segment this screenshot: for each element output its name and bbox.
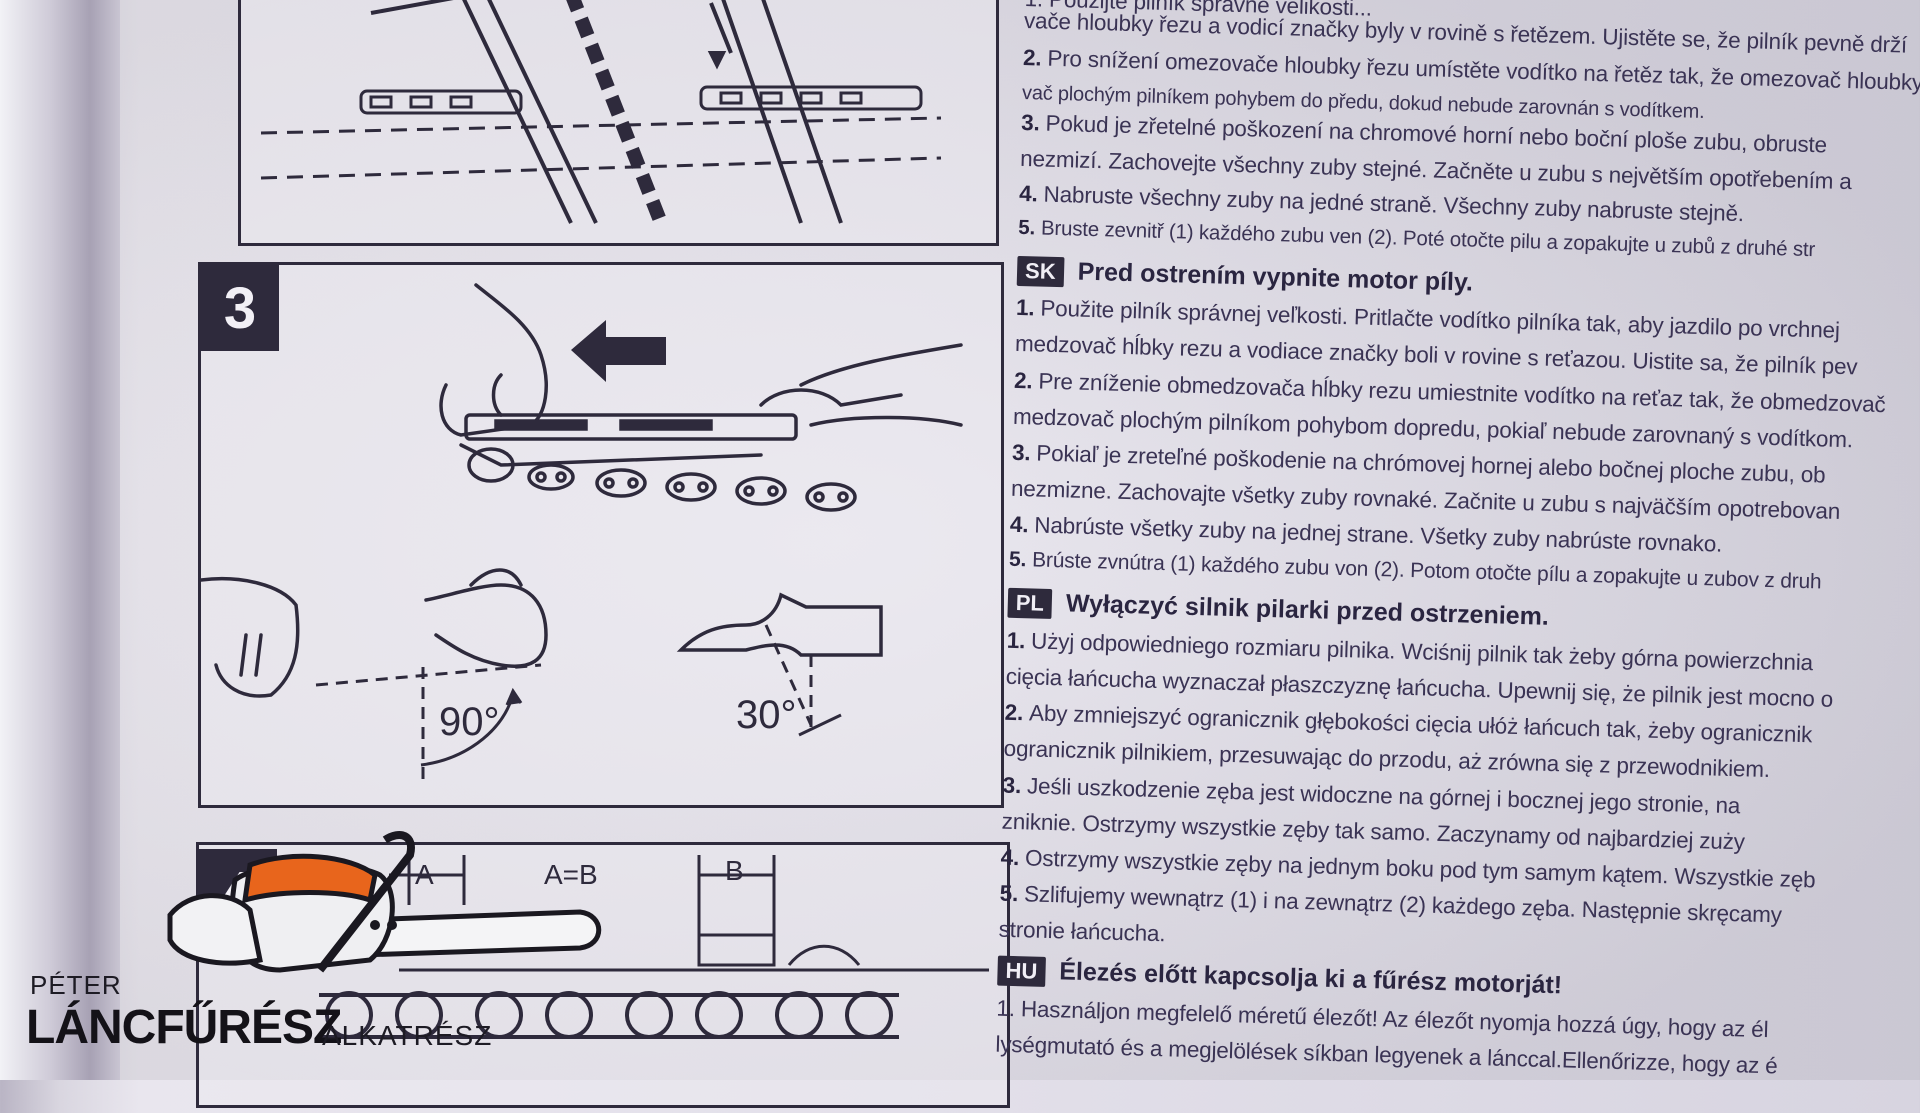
- logo-first-name: PÉTER: [30, 970, 122, 1000]
- cz-item-3-number: 3.: [1020, 109, 1040, 136]
- cz-item-2-number: 2.: [1022, 44, 1042, 71]
- label-a-equals-b: A=B: [544, 859, 598, 890]
- label-a: A: [415, 859, 434, 890]
- sk-item-1-number: 1.: [1015, 294, 1035, 321]
- sk-item-4-text: Nabrúste všetky zuby na jednej strane. V…: [1034, 512, 1723, 557]
- pl-line-5b: stronie łańcucha.: [998, 916, 1166, 947]
- sk-item-5-number: 5.: [1008, 547, 1027, 572]
- figure-panel-3: 3: [198, 262, 1004, 808]
- pl-item-3-number: 3.: [1002, 772, 1022, 799]
- sk-title: Pred ostrením vypnite motor píly.: [1077, 257, 1474, 297]
- pl-title: Wyłączyć silnik pilarki przed ostrzeniem…: [1065, 589, 1550, 631]
- cz-item-4-number: 4.: [1018, 180, 1038, 207]
- sk-heading: SK Pred ostrením vypnite motor píly.: [1016, 256, 1474, 299]
- hu-title: Élezés előtt kapcsolja ki a fűrész motor…: [1058, 957, 1563, 1000]
- panel-number-3: 3: [201, 265, 279, 351]
- pl-item-1-number: 1.: [1006, 627, 1026, 654]
- logo-suffix: ALKATRÉSZ: [322, 1020, 493, 1051]
- hu-language-badge: HU: [997, 956, 1046, 988]
- sk-item-4-number: 4.: [1009, 511, 1029, 538]
- hu-heading: HU Élezés előtt kapcsolja ki a fűrész mot…: [997, 956, 1562, 1002]
- chain-file-illustration-top: [260, 0, 942, 226]
- chainsaw-icon: [167, 831, 602, 973]
- instruction-text-column: 1. Použijte pilník správné velikosti... …: [994, 0, 1920, 1113]
- sk-item-3-number: 3.: [1011, 439, 1031, 466]
- chainsaw-logo: [20, 820, 620, 1070]
- angle-30-label: 30°: [736, 693, 797, 737]
- pl-heading: PL Wyłączyć silnik pilarki przed ostrzeni…: [1007, 588, 1549, 633]
- book-page-edge: [0, 0, 120, 1080]
- sk-language-badge: SK: [1016, 256, 1065, 288]
- figure-panel-2: [238, 0, 999, 246]
- pl-item-4-number: 4.: [1000, 844, 1020, 871]
- logo-brand: LÁNCFŰRÉSZ: [26, 1001, 342, 1054]
- angle-90-label: 90°: [439, 700, 500, 744]
- pl-language-badge: PL: [1007, 588, 1053, 620]
- pl-item-5-number: 5.: [999, 880, 1019, 907]
- depth-gauge-illustration: [319, 855, 989, 1039]
- cz-item-5-number: 5.: [1017, 215, 1036, 240]
- pl-item-2-number: 2.: [1004, 699, 1024, 726]
- sk-item-2-number: 2.: [1013, 367, 1033, 394]
- label-b: B: [725, 855, 744, 886]
- filing-angle-illustration: [201, 283, 963, 785]
